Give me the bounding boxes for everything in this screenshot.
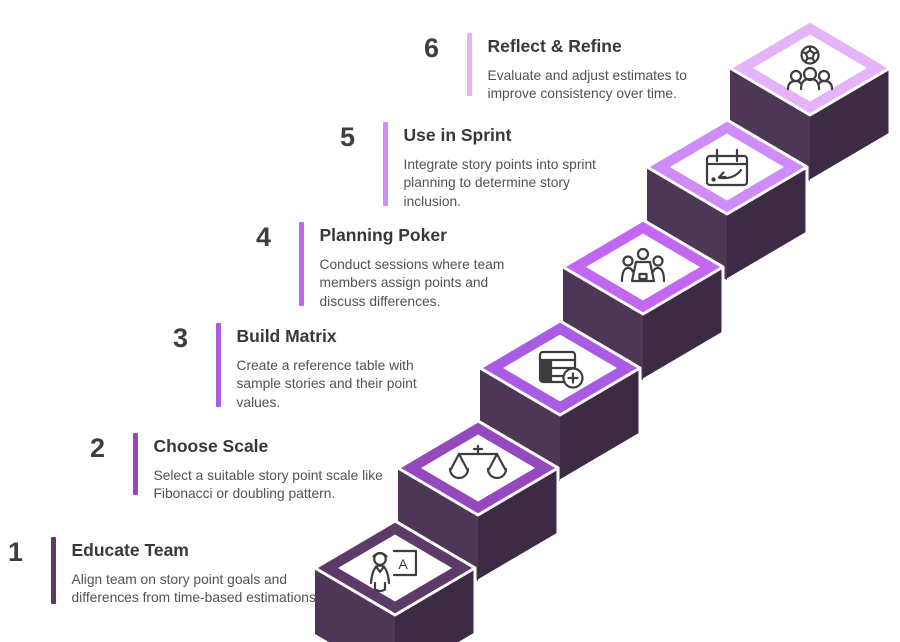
team-meeting-icon — [620, 247, 666, 283]
step-number: 5 — [340, 122, 356, 152]
stair-step-1: A — [313, 519, 477, 642]
step-text-2: 2 Choose Scale Select a suitable story p… — [90, 433, 404, 504]
step-text-6: 6 Reflect & Refine Evaluate and adjust e… — [424, 33, 733, 104]
step-description: Create a reference table with sample sto… — [236, 358, 417, 410]
step-description: Conduct sessions where team members assi… — [319, 257, 505, 309]
step-accent-bar — [467, 33, 472, 96]
step-number: 3 — [173, 323, 189, 353]
team-ball-icon — [786, 45, 834, 91]
step-diamond-face — [338, 534, 452, 602]
step-block-left-face — [398, 468, 478, 581]
step-text-5: 5 Use in Sprint Integrate story points i… — [340, 122, 626, 211]
svg-text:A: A — [398, 556, 408, 572]
step-accent-bar — [216, 323, 221, 407]
step-title: Planning Poker — [319, 225, 447, 245]
step-accent-bar — [383, 122, 388, 206]
step-accent-bar — [133, 433, 138, 495]
stair-step-5 — [645, 118, 809, 282]
step-text-3: 3 Build Matrix Create a reference table … — [173, 323, 452, 412]
balance-scale-icon — [448, 444, 508, 480]
step-description: Select a suitable story point scale like… — [153, 468, 383, 502]
step-accent-bar — [299, 222, 304, 306]
step-accent-bar — [51, 537, 56, 604]
teacher-presentation-icon: A — [369, 549, 418, 593]
step-block-left-face — [563, 267, 643, 380]
step-diamond-face — [421, 434, 535, 502]
step-title: Build Matrix — [236, 326, 337, 346]
step-description: Align team on story point goals and diff… — [71, 572, 320, 606]
stair-step-6 — [728, 19, 892, 183]
step-block-left-face — [647, 167, 727, 280]
step-block-left-face — [480, 368, 560, 481]
step-title: Reflect & Refine — [487, 36, 622, 56]
step-title: Educate Team — [71, 540, 189, 560]
step-description: Integrate story points into sprint plann… — [403, 157, 597, 209]
step-description: Evaluate and adjust estimates to improve… — [487, 68, 687, 102]
sprint-calendar-icon — [705, 148, 749, 187]
step-diamond-face — [586, 233, 700, 301]
step-number: 4 — [256, 222, 272, 252]
step-title: Use in Sprint — [403, 125, 512, 145]
step-text-4: 4 Planning Poker Conduct sessions where … — [256, 222, 532, 311]
step-text-1: 1 Educate Team Align team on story point… — [8, 537, 327, 608]
step-title: Choose Scale — [153, 436, 269, 456]
step-diamond-face — [670, 133, 784, 201]
step-block-left-face — [315, 568, 395, 642]
stair-step-4 — [561, 218, 725, 382]
step-number: 2 — [90, 433, 106, 463]
step-number: 6 — [424, 33, 440, 63]
step-block-left-face — [730, 68, 810, 181]
step-number: 1 — [8, 537, 24, 567]
stair-step-2 — [396, 419, 560, 583]
table-add-icon — [538, 350, 584, 389]
stair-step-3 — [478, 319, 642, 483]
